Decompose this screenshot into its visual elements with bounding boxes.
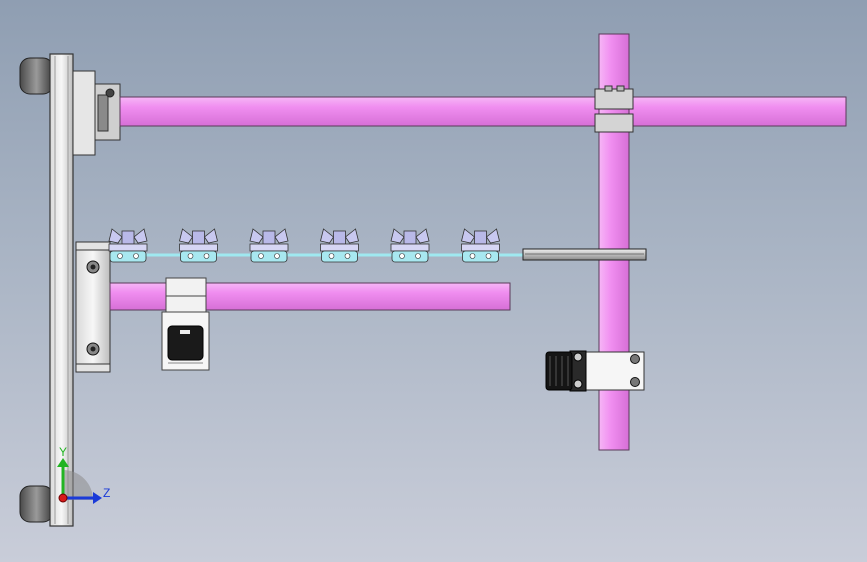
left-bracket[interactable] [75, 241, 111, 373]
left-frame[interactable] [19, 53, 74, 527]
bottom-end-cap[interactable] [19, 485, 54, 523]
top-tube-assembly[interactable] [72, 70, 847, 156]
wire-clip[interactable] [320, 228, 359, 263]
vertical-plate[interactable] [49, 53, 74, 527]
right-mount[interactable] [545, 350, 645, 392]
wire-clip[interactable] [461, 228, 500, 263]
shaft-collar[interactable] [72, 70, 96, 156]
round-connector[interactable] [545, 351, 573, 391]
wire-clip[interactable] [390, 228, 430, 263]
wire-clip[interactable] [179, 228, 218, 263]
collar-screw[interactable] [105, 88, 115, 98]
wire-clip[interactable] [108, 228, 148, 263]
y-axis-label: Y [59, 445, 67, 459]
top-horizontal-tube[interactable] [119, 96, 847, 127]
cross-clamp[interactable] [594, 85, 634, 133]
triad-arc [63, 470, 93, 500]
x-axis-origin [58, 493, 68, 503]
support-rod[interactable] [522, 248, 647, 261]
top-end-cap[interactable] [19, 57, 54, 95]
tube-clamp-block[interactable] [161, 277, 210, 371]
z-axis-label: Z [103, 486, 110, 500]
axis-triad: Y Z [57, 445, 110, 504]
wire-clips [108, 228, 500, 263]
connector-icon [167, 325, 204, 361]
wire-clip[interactable] [249, 228, 289, 263]
